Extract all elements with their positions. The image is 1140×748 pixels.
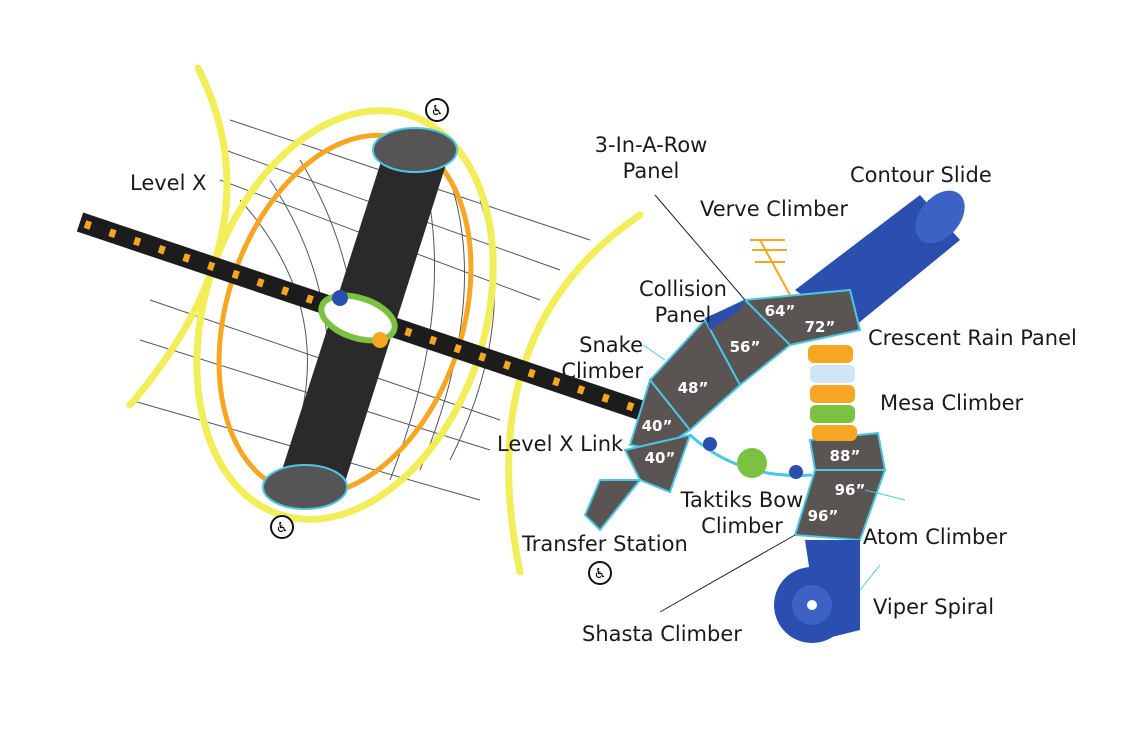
svg-text:♿: ♿ [431, 103, 444, 119]
deck-height: 48” [678, 379, 709, 397]
deck-height: 72” [805, 318, 836, 336]
label-level-x-link: Level X Link [497, 432, 624, 456]
label-transfer-station: Transfer Station [521, 532, 688, 556]
deck-height: 56” [730, 338, 761, 356]
deck-height: 40” [642, 417, 673, 435]
label-crescent-rain-panel: Crescent Rain Panel [868, 326, 1077, 350]
label-mesa-climber: Mesa Climber [880, 391, 1024, 415]
wheelchair-accessible-icon: ♿ ♿ ♿ [270, 98, 612, 585]
leader-lines [642, 194, 906, 613]
taktiks-bow-climber [688, 433, 813, 479]
component-labels: Level X 3-In-A-Row Panel Contour Slide V… [130, 133, 1077, 646]
deck-height: 88” [830, 447, 861, 465]
label-collision-panel-2: Panel [655, 303, 712, 327]
label-snake-climber: Snake [579, 333, 643, 357]
label-snake-climber-2: Climber [561, 359, 643, 383]
label-3-in-a-row: 3-In-A-Row [595, 133, 708, 157]
deck-height: 96” [808, 507, 839, 525]
label-taktiks-bow: Taktiks Bow [680, 488, 804, 512]
main-decks [583, 288, 887, 542]
verve-climber [750, 239, 791, 296]
deck-height: 40” [645, 449, 676, 467]
label-verve-climber: Verve Climber [700, 197, 848, 221]
label-contour-slide: Contour Slide [850, 163, 992, 187]
label-collision-panel: Collision [639, 277, 727, 301]
deck-height-labels: 64” 72” 56” 48” 40” 40” 88” 96” 96” [642, 302, 866, 525]
deck-height: 96” [835, 481, 866, 499]
level-x-deck [262, 127, 458, 510]
svg-text:♿: ♿ [276, 520, 289, 536]
label-3-in-a-row-2: Panel [623, 159, 680, 183]
label-taktiks-bow-2: Climber [701, 514, 783, 538]
mesa-climber [808, 345, 857, 441]
label-shasta-climber: Shasta Climber [582, 622, 742, 646]
label-atom-climber: Atom Climber [863, 525, 1007, 549]
deck-height: 64” [765, 302, 796, 320]
label-level-x: Level X [130, 171, 207, 195]
viper-spiral [774, 540, 860, 643]
svg-text:♿: ♿ [594, 566, 607, 582]
label-viper-spiral: Viper Spiral [873, 595, 994, 619]
